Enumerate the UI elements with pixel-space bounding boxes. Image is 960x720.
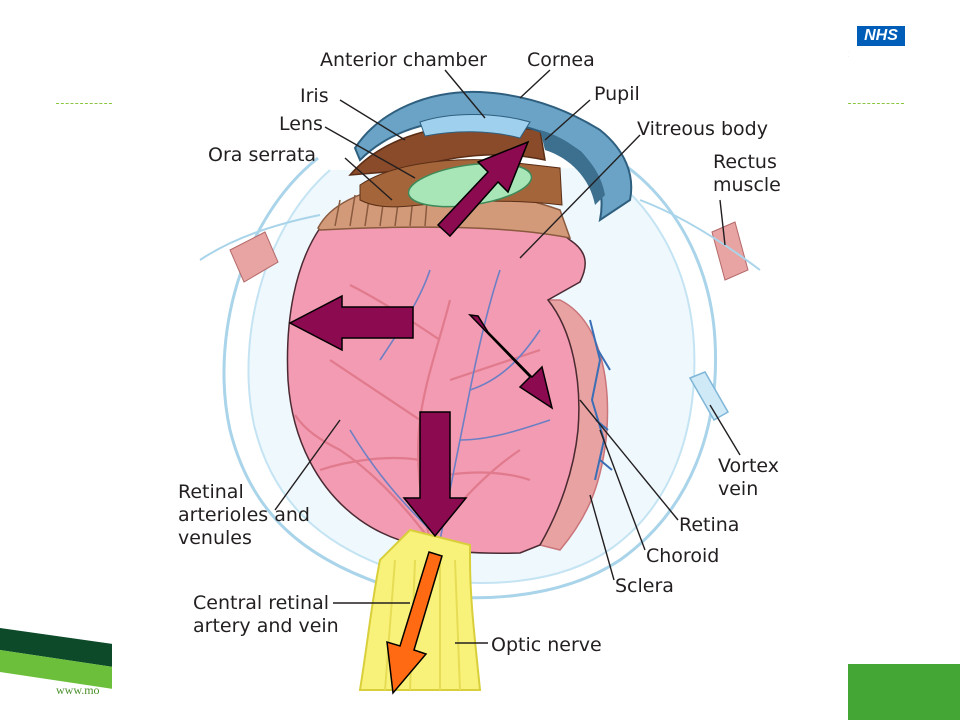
label-pupil: Pupil [594,83,640,105]
footer-url: www.mo [56,683,100,697]
label-anterior-chamber: Anterior chamber [320,49,487,71]
header-divider-right [848,103,904,104]
label-sclera: Sclera [615,575,674,597]
label-iris: Iris [300,85,329,107]
label-cornea: Cornea [527,49,595,71]
anterior-chamber [419,114,531,139]
choroid-vessels [589,319,613,481]
arrow-up-right [436,140,530,238]
pupil [540,130,605,205]
label-retinal-vessels-line2: arterioles and [178,504,310,526]
footer-green-bar [848,664,960,720]
label-retinal-vessels-line1: Retinal [178,481,244,503]
label-choroid: Choroid [646,545,719,567]
rectus-tendon-right [639,199,761,271]
label-rectus-muscle-line2: muscle [713,174,781,196]
rectus-muscle-right [711,221,749,281]
header-divider-left [56,103,112,104]
label-rectus-muscle-line1: Rectus [713,151,777,173]
arrow-optic-nerve [386,551,443,695]
arrow-down-right [467,313,554,410]
arrow-left [288,294,414,352]
sclera-outline [222,148,718,600]
label-retinal-vessels-line3: venules [178,527,252,549]
arrow-down [402,411,468,538]
label-vitreous-body: Vitreous body [637,118,768,140]
label-vortex-vein-line2: vein [718,478,758,500]
footer-swoosh-dark [0,628,120,668]
label-vortex-vein-line1: Vortex [718,455,779,477]
label-central-artery-line1: Central retinal [193,592,329,614]
label-ora-serrata: Ora serrata [208,144,316,166]
vortex-vein [688,371,730,422]
rectus-muscle-left [229,231,279,283]
retinal-venules [349,269,551,541]
label-optic-nerve: Optic nerve [491,634,602,656]
label-lens: Lens [279,113,323,135]
leader-lines [274,69,741,644]
nhs-logo: NHS [857,26,905,46]
rectus-tendon-left [199,214,321,261]
label-retina: Retina [679,514,739,536]
footer-swoosh-light [0,650,120,690]
label-central-artery-line2: artery and vein [193,615,339,637]
